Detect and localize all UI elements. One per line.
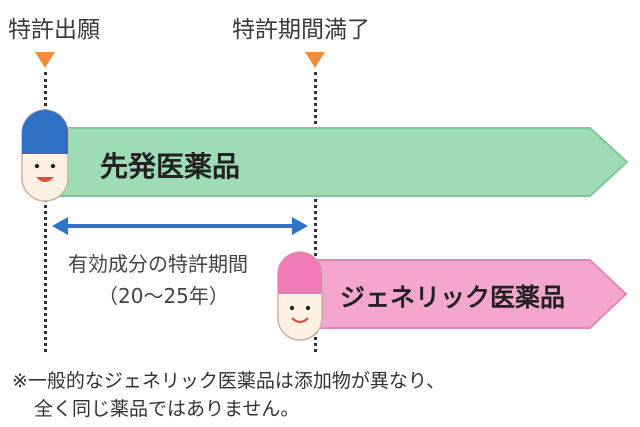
brand-drug-arrow	[55, 126, 630, 198]
patent-expiry-timeline	[314, 72, 317, 352]
brand-drug-label: 先発医薬品	[100, 150, 241, 183]
footnote-line2: 全く同じ薬品ではありません。	[34, 398, 300, 420]
patent-duration-years: （20〜25年）	[98, 284, 229, 308]
patent-filing-timeline	[44, 72, 47, 352]
brand-capsule-icon	[20, 108, 70, 203]
patent-filing-marker	[35, 52, 55, 68]
generic-drug-label: ジェネリック医薬品	[340, 283, 566, 312]
patent-expiry-marker	[305, 52, 325, 68]
generic-capsule-icon	[276, 250, 324, 342]
patent-duration-label: 有効成分の特許期間	[68, 252, 248, 276]
footnote-line1: ※一般的なジェネリック医薬品は添加物が異なり、	[12, 370, 446, 392]
patent-filing-label: 特許出願	[8, 17, 100, 43]
patent-expiry-label: 特許期間満了	[232, 17, 370, 43]
patent-duration-arrow	[52, 215, 308, 237]
generic-drug-arrow	[300, 258, 630, 330]
